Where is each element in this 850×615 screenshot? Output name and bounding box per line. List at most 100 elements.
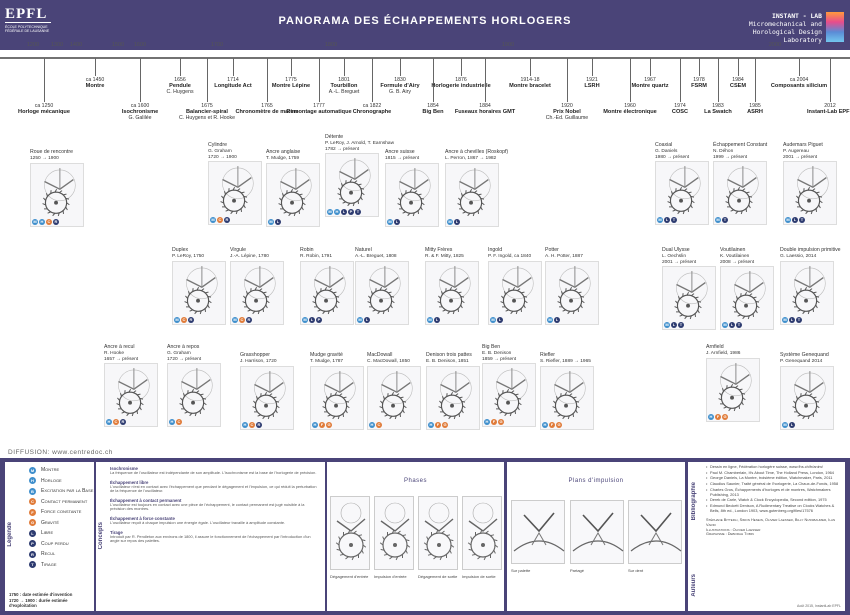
legend-badge: R: [29, 550, 36, 558]
escapement-card[interactable]: Ancre à chevilles (Roskopf)L. Perron, 18…: [445, 149, 508, 227]
diffusion-link[interactable]: DIFFUSION: www.centredoc.ch: [8, 449, 113, 456]
timeline-year-label: 2000: [768, 42, 782, 48]
escapement-name: Mudge gravité: [310, 352, 343, 358]
event-sub: C. Huygens: [166, 89, 194, 96]
plan-caption: Sur dent: [628, 568, 644, 573]
escapement-name: Ancre à recul: [104, 344, 135, 350]
event-label: FSRM: [691, 83, 707, 90]
badge-c: C: [113, 419, 119, 426]
event-label: Longitude Act: [214, 83, 252, 90]
event-date: 1854: [427, 103, 439, 109]
event-label: Montre électronique: [603, 109, 657, 116]
legend-label: Force constante: [41, 509, 82, 516]
legend-label: Contact permanent: [41, 498, 88, 505]
badge-t: T: [799, 217, 805, 224]
timeline-tick: [44, 58, 45, 102]
escapement-name: Ancre anglaise: [266, 149, 301, 155]
escapement-drawing: [494, 368, 528, 417]
escapement-name: Coaxial: [655, 142, 673, 148]
bibliography-item: George Daniels, La Montre, troisième édi…: [706, 476, 842, 481]
poster-date: Août 2015, InstantLab EPFL: [797, 604, 841, 608]
escapement-drawing: [552, 370, 586, 419]
badge-h: H: [334, 209, 340, 216]
badge-c: C: [176, 419, 182, 426]
escapement-author: J. Arnfield, 1986: [706, 350, 741, 356]
event-label: COSC: [671, 109, 689, 116]
timeline-tick: [650, 58, 651, 76]
badge-c: C: [46, 218, 52, 225]
badge-l: L: [792, 217, 798, 224]
escapement-name: Détente: [325, 134, 344, 140]
lab-name: INSTANT - LAB Micromechanical and Horolo…: [748, 12, 822, 44]
escapement-drawing: [438, 370, 472, 419]
badge-l: L: [789, 421, 795, 428]
event-label: Formule d'Airy: [380, 83, 420, 90]
badge-l: L: [671, 322, 677, 329]
badge-f: F: [715, 413, 721, 420]
legend-label: Gravité: [41, 519, 60, 526]
legend-label: Montre: [41, 467, 60, 474]
event-date: ca 1250: [34, 103, 54, 109]
plan-caption: Sur palette: [511, 568, 531, 573]
concept-title: Isochronisme: [110, 466, 138, 471]
timeline-tick: [630, 58, 631, 102]
timeline-year-label: 1900: [501, 42, 515, 48]
badge-h: H: [708, 413, 714, 420]
event-label: Prix Nobel: [553, 109, 581, 116]
timeline-year-label: 1400: [69, 42, 83, 48]
